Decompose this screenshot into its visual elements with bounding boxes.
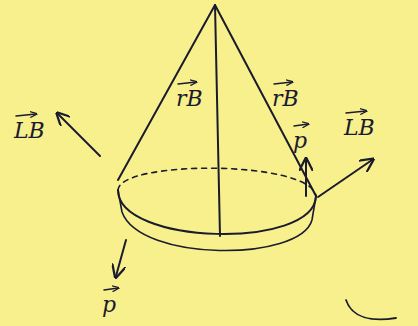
- over-arrow: [104, 288, 118, 290]
- vector-label: p: [102, 292, 116, 318]
- stray-stroke: [346, 300, 396, 319]
- base-back: [118, 168, 316, 196]
- over-arrow: [346, 111, 366, 113]
- over-arrow: [274, 82, 292, 84]
- vector-arrow: [318, 160, 372, 197]
- cone-axis: [215, 5, 220, 236]
- vector-label: LB: [344, 115, 375, 141]
- over-arrow: [16, 114, 36, 116]
- vector-arrow: [116, 240, 126, 276]
- base-front: [118, 190, 316, 234]
- vector-label: rB: [176, 86, 203, 112]
- vector-arrow: [58, 114, 100, 156]
- vector-label: rB: [272, 86, 299, 112]
- vector-label: p: [293, 128, 307, 154]
- cone-side: [118, 5, 215, 180]
- over-arrow: [178, 82, 196, 84]
- disk-edge: [118, 190, 316, 251]
- vector-arrow: [305, 160, 307, 196]
- vector-label: LB: [14, 118, 45, 144]
- cone-side: [215, 5, 316, 196]
- over-arrow: [294, 124, 308, 126]
